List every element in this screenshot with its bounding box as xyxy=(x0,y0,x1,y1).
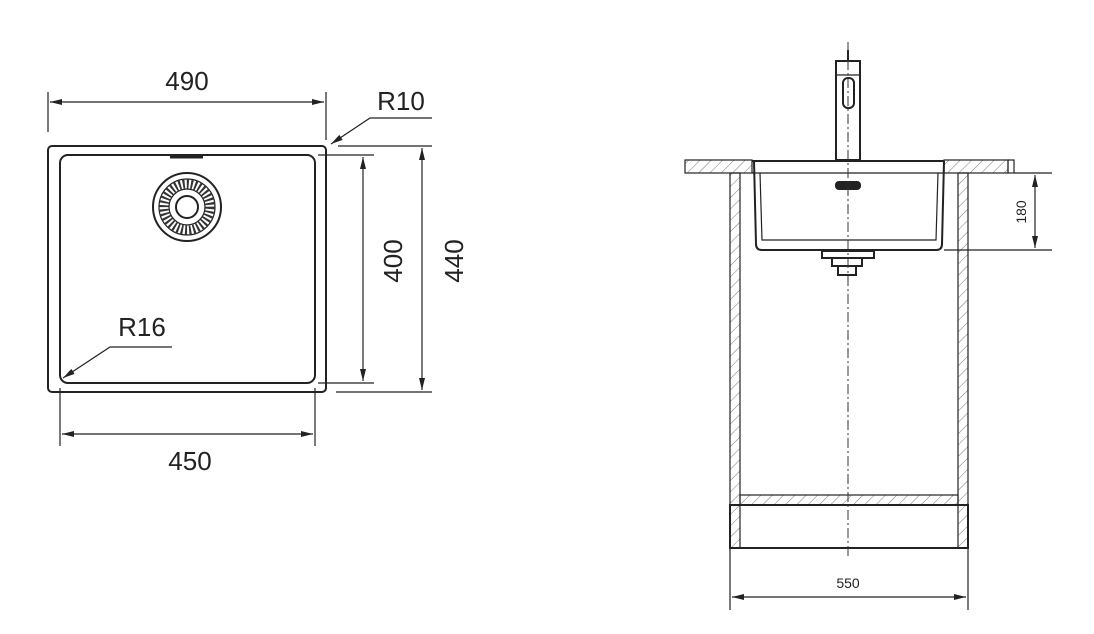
cabinet-left-wall xyxy=(729,172,741,549)
cabinet-plinth xyxy=(729,504,969,549)
leader-r16 xyxy=(62,346,172,379)
sink-bowl-section xyxy=(753,160,945,251)
dimension-550: 550 xyxy=(836,575,860,591)
dimension-490: 490 xyxy=(165,66,208,96)
dimension-450: 450 xyxy=(168,446,211,476)
radius-r10: R10 xyxy=(377,86,425,116)
top-view: 490 R10 400 440 450 R16 xyxy=(47,66,469,476)
sink-outer-rim xyxy=(47,145,327,393)
sink-bowl xyxy=(59,154,316,384)
dimension-400: 400 xyxy=(378,239,408,282)
dimension-440: 440 xyxy=(439,239,469,282)
cabinet-floor xyxy=(739,494,959,506)
overflow-icon xyxy=(835,181,861,190)
dimension-180: 180 xyxy=(1013,200,1029,224)
radius-r16: R16 xyxy=(118,312,166,342)
cabinet-right-wall xyxy=(957,172,969,549)
leader-r10 xyxy=(330,117,432,145)
side-view: 180 550 xyxy=(684,42,1052,610)
drain-strainer-icon xyxy=(152,172,222,242)
countertop-right xyxy=(943,159,1009,174)
countertop-left xyxy=(684,159,753,174)
